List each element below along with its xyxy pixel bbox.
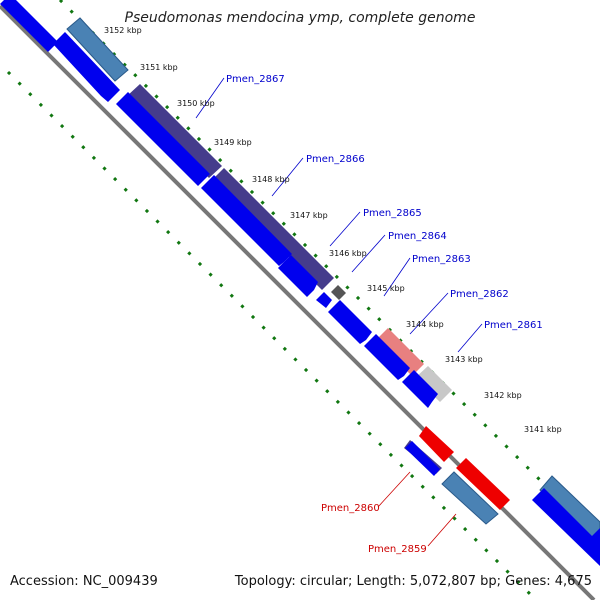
gene-label-pmen-2859: Pmen_2859 — [368, 544, 427, 555]
leader-pmen-2859 — [427, 513, 457, 547]
kbp-label-3145: 3145 kbp — [367, 284, 405, 293]
gene-blue-5 — [328, 300, 372, 344]
kbp-label-3151: 3151 kbp — [140, 63, 178, 72]
leader-pmen-2864 — [351, 234, 386, 273]
leader-pmen-2862 — [409, 292, 449, 335]
gene-pmen-2862 — [376, 328, 424, 376]
gene-pmen-2859 — [441, 471, 499, 525]
kbp-label-3146: 3146 kbp — [329, 249, 367, 258]
kbp-label-3147: 3147 kbp — [290, 211, 328, 220]
gene-steel-blue-top — [66, 17, 129, 82]
leader-pmen-2860 — [377, 471, 411, 508]
gene-label-pmen-2866: Pmen_2866 — [306, 154, 365, 165]
gene-pmen-2863 — [316, 292, 332, 308]
outer-tick-track — [58, 0, 600, 542]
genome-summary-text: Topology: circular; Length: 5,072,807 bp… — [234, 574, 592, 589]
gene-blue-7 — [402, 370, 438, 408]
gene-pmen-2860-blue — [405, 441, 440, 476]
gene-pmen-2866 — [212, 168, 334, 290]
gene-pmen-2865 — [331, 285, 346, 300]
gene-blue-4 — [201, 175, 292, 266]
leader-pmen-2863 — [383, 257, 411, 297]
kbp-label-3150: 3150 kbp — [177, 99, 215, 108]
leader-pmen-2867 — [195, 77, 225, 119]
gene-blue-right-2 — [588, 528, 600, 556]
gene-pmen-2864 — [278, 255, 318, 297]
gene-blue-3 — [116, 92, 210, 186]
gene-label-pmen-2864: Pmen_2864 — [388, 231, 447, 242]
gene-label-pmen-2862: Pmen_2862 — [450, 289, 509, 300]
gene-label-pmen-2865: Pmen_2865 — [363, 208, 422, 219]
leader-pmen-2861 — [457, 323, 483, 353]
gene-pmen-2867 — [127, 84, 222, 178]
kbp-label-3141: 3141 kbp — [524, 425, 562, 434]
kbp-label-3149: 3149 kbp — [214, 138, 252, 147]
gene-pmen-2860-red — [419, 426, 454, 462]
gene-red-right — [456, 458, 510, 510]
leader-pmen-2865 — [329, 211, 361, 247]
genome-backbone — [0, 4, 596, 602]
gene-label-pmen-2861: Pmen_2861 — [484, 320, 543, 331]
map-title: Pseudomonas mendocina ymp, complete geno… — [124, 10, 476, 26]
leader-pmen-2866 — [271, 157, 304, 197]
inner-tick-track — [6, 70, 536, 600]
kbp-label-3144: 3144 kbp — [406, 320, 444, 329]
gene-blue-2 — [53, 32, 120, 102]
kbp-label-3152: 3152 kbp — [104, 26, 142, 35]
kbp-label-3148: 3148 kbp — [252, 175, 290, 184]
gene-blue-top — [0, 0, 58, 52]
gene-blue-right — [532, 488, 600, 566]
gene-blue-6 — [364, 334, 410, 380]
accession-text: Accession: NC_009439 — [10, 574, 158, 589]
gene-label-pmen-2867: Pmen_2867 — [226, 74, 285, 85]
gene-label-pmen-2860: Pmen_2860 — [321, 503, 380, 514]
gene-pmen-2861 — [415, 366, 452, 402]
kbp-label-3142: 3142 kbp — [484, 391, 522, 400]
gene-label-pmen-2863: Pmen_2863 — [412, 254, 471, 265]
kbp-label-3143: 3143 kbp — [445, 355, 483, 364]
